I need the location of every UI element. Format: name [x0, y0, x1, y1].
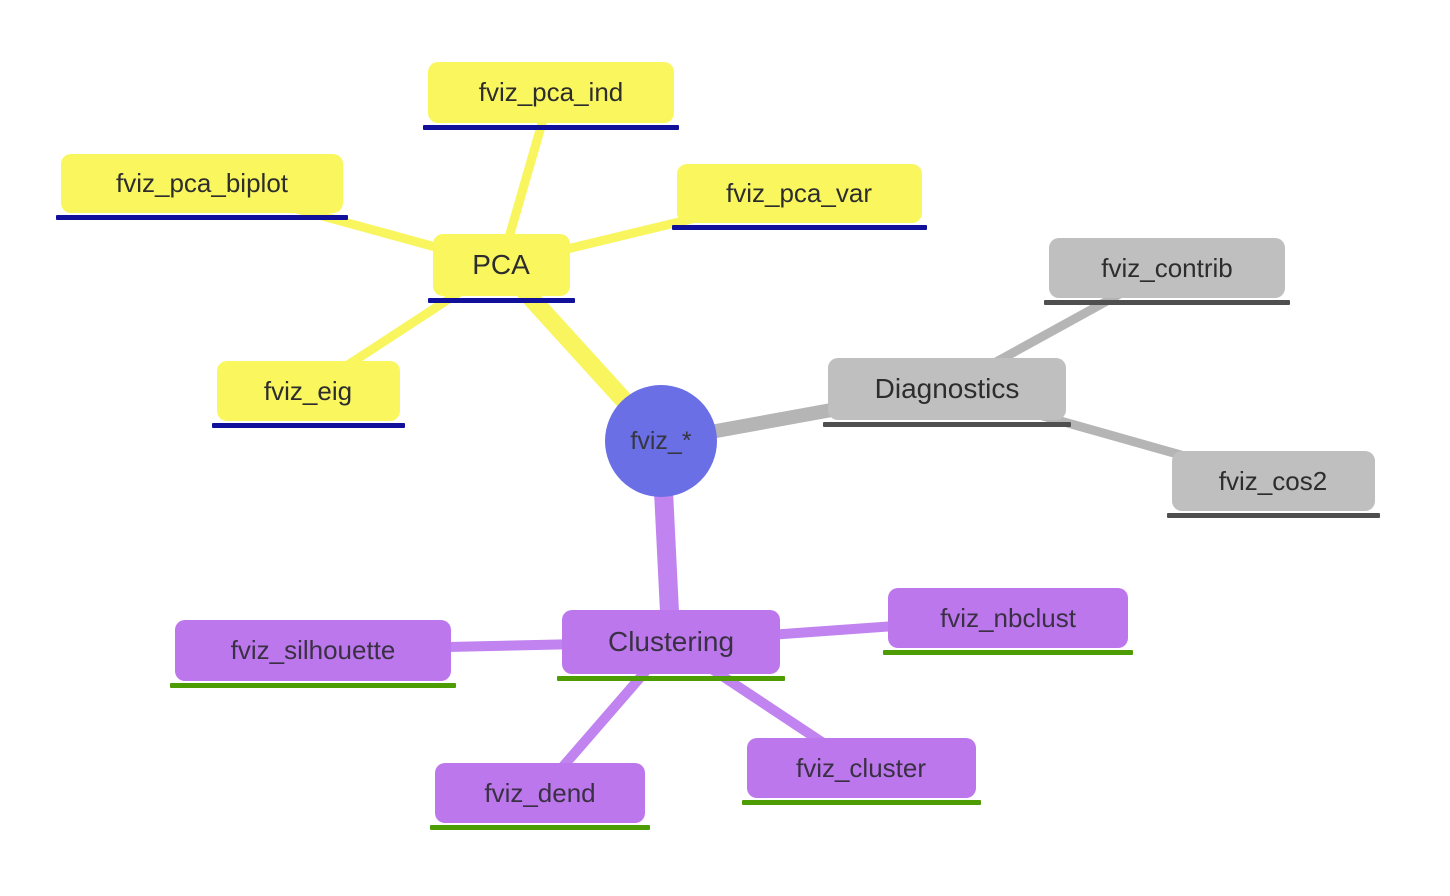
node-eig[interactable]: fviz_eig — [216, 361, 400, 421]
node-label-nbclust: fviz_nbclust — [940, 602, 1076, 633]
node-label-pca_biplot: fviz_pca_biplot — [116, 167, 288, 198]
node-dend[interactable]: fviz_dend — [435, 763, 645, 823]
node-label-pca: PCA — [472, 249, 530, 280]
node-label-contrib: fviz_contrib — [1101, 252, 1233, 283]
node-silhouette[interactable]: fviz_silhouette — [175, 619, 451, 681]
node-pca[interactable]: PCA — [432, 234, 570, 296]
node-label-dend: fviz_dend — [484, 777, 596, 808]
node-label-eig: fviz_eig — [263, 375, 353, 406]
node-cluster[interactable]: fviz_cluster — [746, 738, 976, 798]
node-nbclust[interactable]: fviz_nbclust — [888, 588, 1128, 648]
node-contrib[interactable]: fviz_contrib — [1049, 238, 1285, 298]
node-label-clustering: Clustering — [607, 626, 735, 657]
node-label-cos2: fviz_cos2 — [1218, 465, 1328, 496]
node-label-silhouette: fviz_silhouette — [230, 634, 396, 665]
node-label-diagnostics: Diagnostics — [874, 373, 1020, 404]
node-pca_var[interactable]: fviz_pca_var — [676, 163, 922, 223]
node-label-pca_var: fviz_pca_var — [726, 177, 872, 208]
node-diagnostics[interactable]: Diagnostics — [828, 358, 1066, 420]
node-clustering[interactable]: Clustering — [562, 610, 780, 674]
node-label-fviz: fviz_* — [630, 426, 692, 455]
node-cos2[interactable]: fviz_cos2 — [1171, 451, 1375, 511]
node-pca_biplot[interactable]: fviz_pca_biplot — [61, 153, 343, 213]
node-fviz[interactable]: fviz_* — [605, 385, 717, 497]
node-pca_ind[interactable]: fviz_pca_ind — [428, 61, 674, 123]
node-label-cluster: fviz_cluster — [795, 752, 927, 783]
node-label-pca_ind: fviz_pca_ind — [478, 76, 624, 107]
